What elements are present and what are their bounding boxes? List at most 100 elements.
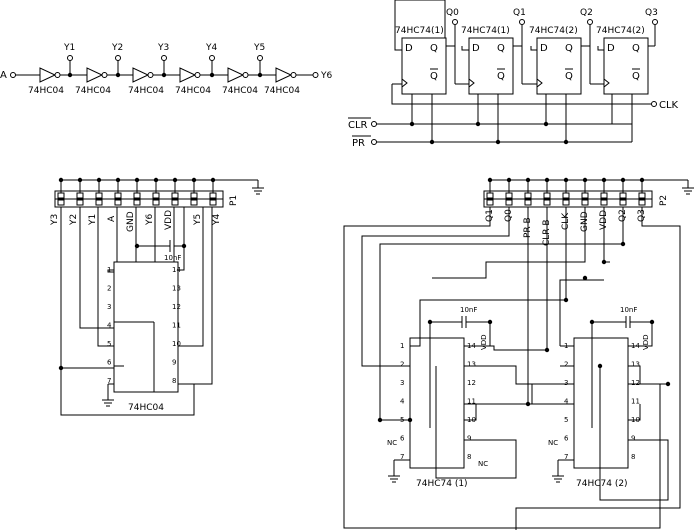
- p2-pin-bottom-0: [486, 199, 494, 206]
- flipflop-1: D Q Q 74HC74(1): [395, 26, 447, 95]
- p1-pin-top-2: [95, 192, 103, 199]
- inverter-2-label: 74HC04: [75, 86, 111, 96]
- q1-label: Q1: [513, 8, 526, 18]
- q3-label: Q3: [645, 8, 658, 18]
- y5-terminal: [257, 55, 263, 61]
- inverter-4-label: 74HC04: [175, 86, 211, 96]
- p1-pin-bottom-7: [190, 199, 198, 206]
- pr-terminal: [371, 139, 377, 145]
- ff1-d: D: [405, 43, 413, 54]
- ic74a-pin-left-6: 7: [400, 453, 404, 461]
- ic04-cap: 10nF: [164, 254, 181, 262]
- p2-pin-top-2: [524, 192, 532, 199]
- p1-pin-bottom-3: [114, 199, 122, 206]
- ic74a-pin-left-5: 6: [400, 435, 405, 443]
- y2-label: Y2: [111, 43, 123, 53]
- ic04-pin-left-6: 7: [107, 377, 111, 385]
- ff3-qbar: Q: [565, 71, 573, 82]
- inverter-chain: A 74HC04 Y1 74HC04 Y2 74HC04 Y3 74HC04: [0, 43, 332, 96]
- ic74a-pin-right-2: 12: [467, 379, 476, 387]
- p2-pin-top-0: [486, 192, 494, 199]
- ic04-pin-right-4: 10: [172, 340, 181, 348]
- q1-terminal: [519, 19, 525, 25]
- ic04-pin-left-5: 6: [107, 359, 112, 367]
- p2-wiring: [343, 207, 681, 530]
- p1-pin-top-8: [209, 192, 217, 199]
- p2-pin-bottom-7: [619, 199, 627, 206]
- inverter-4: 74HC04: [175, 67, 211, 96]
- flipflop-4: D Q Q 74HC74(2): [596, 26, 649, 95]
- ff3-q: Q: [565, 43, 573, 54]
- ff1-qbar: Q: [430, 71, 438, 82]
- ic74b-vdd: VDD: [642, 334, 650, 350]
- ic74b-cap: 10nF: [620, 306, 637, 314]
- ic74b-pin-right-1: 13: [631, 361, 640, 369]
- p1-sig-1: Y2: [69, 214, 79, 226]
- y2-terminal: [115, 55, 121, 61]
- p2-pin-bottom-6: [600, 199, 608, 206]
- inverter-1-label: 74HC04: [28, 86, 64, 96]
- ic74b-pin-left-5: 6: [564, 435, 569, 443]
- p2-pin-top-5: [581, 192, 589, 199]
- p1-pin-bottom-5: [152, 199, 160, 206]
- ic74b-pin-left-4: 5: [564, 416, 568, 424]
- p2-pin-bottom-5: [581, 199, 589, 206]
- flipflop-3: D Q Q 74HC74(2): [529, 26, 582, 95]
- y3-label: Y3: [157, 43, 169, 53]
- p2-name: P2: [659, 195, 669, 206]
- clk-terminal: [651, 101, 657, 107]
- p1-pin-bottom-8: [209, 199, 217, 206]
- q2-label: Q2: [580, 8, 593, 18]
- ic04-pin-right-6: 8: [172, 377, 176, 385]
- p1-pin-top-6: [171, 192, 179, 199]
- clk-label: CLK: [659, 100, 679, 111]
- y5-label: Y5: [253, 43, 265, 53]
- ff4-q: Q: [632, 43, 640, 54]
- p1-sig-3: A: [107, 215, 117, 222]
- ic74b-pin-right-3: 11: [631, 398, 640, 406]
- flipflop-2: D Q Q 74HC74(1): [461, 26, 514, 95]
- inverter-6: 74HC04: [264, 67, 300, 96]
- ic04-label: 74HC04: [128, 403, 164, 413]
- p1-pin-top-5: [152, 192, 160, 199]
- inverter-3-label: 74HC04: [128, 86, 164, 96]
- p1-sig-8: Y4: [212, 214, 222, 226]
- ic74b-pin-right-2: 12: [631, 379, 640, 387]
- p1-pin-top-1: [76, 192, 84, 199]
- p1-pin-top-4: [133, 192, 141, 199]
- p1-pin-bottom-4: [133, 199, 141, 206]
- y1-label: Y1: [63, 43, 75, 53]
- ic74a-pin-right-5: 9: [467, 435, 471, 443]
- p1-sig-6: VDD: [164, 210, 174, 230]
- p1-sig-0: Y3: [50, 214, 60, 226]
- ic04-pin-left-3: 4: [107, 322, 112, 330]
- p1-pin-bottom-0: [57, 199, 65, 206]
- q0-terminal: [452, 19, 458, 25]
- ff3-d: D: [540, 43, 548, 54]
- q3-terminal: [652, 19, 658, 25]
- inverter-5-label: 74HC04: [222, 86, 258, 96]
- ic74b-pin-right-5: 9: [631, 435, 635, 443]
- ic74b-pin-left-1: 2: [564, 361, 568, 369]
- p2-pin-top-8: [638, 192, 646, 199]
- flipflop-counter: D Q Q 74HC74(1) D Q Q 74HC74(1) D Q Q 74…: [348, 0, 679, 149]
- p2-pin-bottom-8: [638, 199, 646, 206]
- ic74a-pin-left-0: 1: [400, 342, 404, 350]
- p1-pin-top-7: [190, 192, 198, 199]
- ic74b-pin-left-6: 7: [564, 453, 568, 461]
- connector-p2: P2 Q1 Q0 PR B CLR B CLK GND VDD Q2 Q3: [483, 177, 694, 246]
- y6-terminal: [312, 72, 319, 78]
- p2-pin-bottom-1: [505, 199, 513, 206]
- p2-pin-top-7: [619, 192, 627, 199]
- ic74b-pin-right-6: 8: [631, 453, 635, 461]
- p2-pin-top-6: [600, 192, 608, 199]
- p1-pin-top-0: [57, 192, 65, 199]
- ic04-pin-left-0: 1: [107, 266, 111, 274]
- p2-pin-bottom-3: [543, 199, 551, 206]
- p1-pin-bottom-1: [76, 199, 84, 206]
- ic04-pin-right-1: 13: [172, 285, 181, 293]
- y1-terminal: [67, 55, 73, 61]
